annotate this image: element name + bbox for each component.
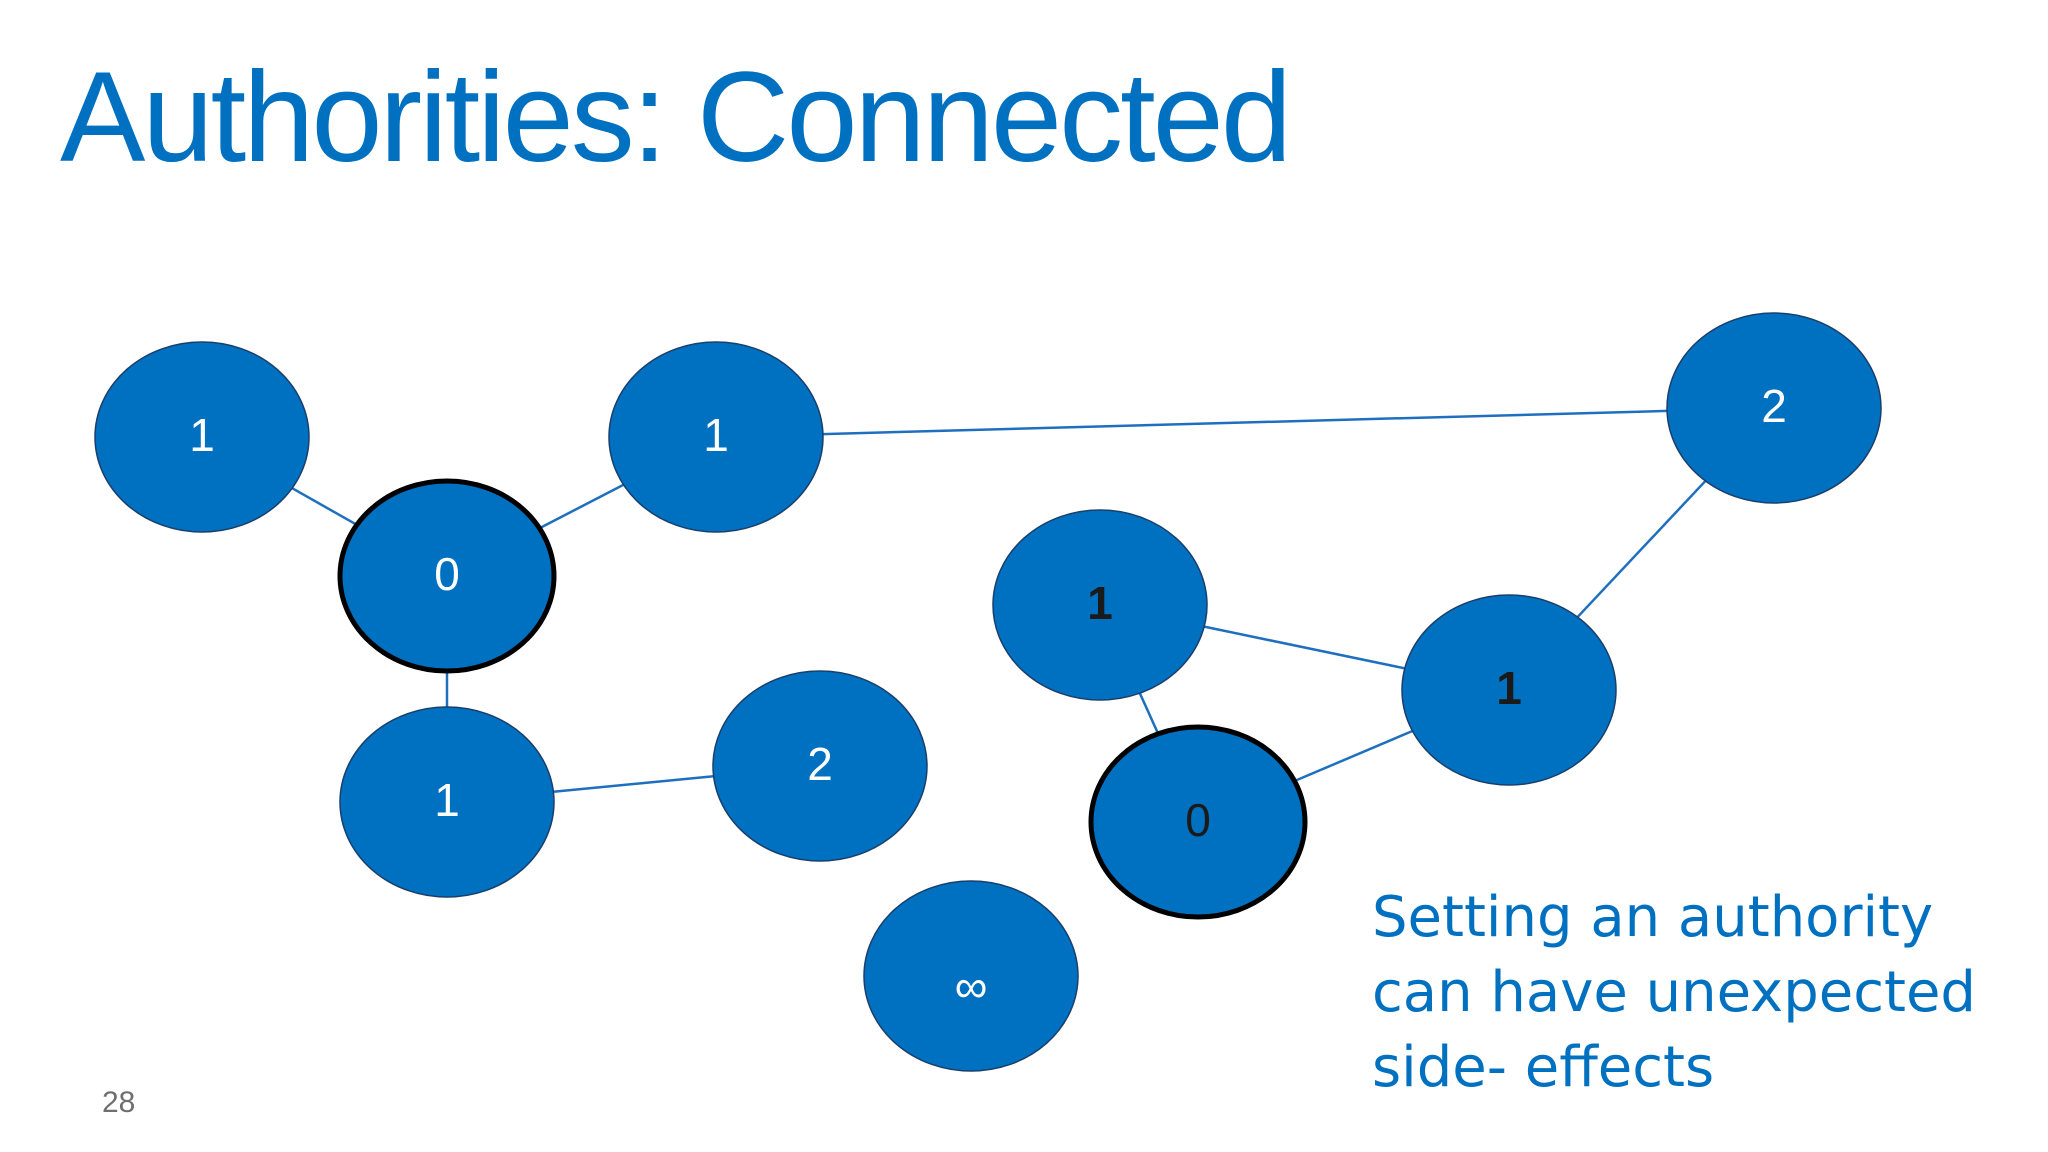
graph-node-n-d: 1	[339, 706, 555, 898]
graph-node-n-j: ∞	[863, 880, 1079, 1072]
node-shape	[1666, 312, 1882, 504]
graph-node-n-e: 2	[712, 670, 928, 862]
node-label: 1	[1087, 577, 1113, 629]
edge-n-g-n-h	[1203, 625, 1406, 670]
graph-node-n-h: 1	[1401, 594, 1617, 786]
node-label: ∞	[955, 960, 988, 1012]
edge-n-i-n-h	[1294, 729, 1413, 783]
node-label: 1	[703, 409, 729, 461]
node-shape	[337, 478, 557, 674]
edge-n-g-n-i	[1138, 692, 1160, 735]
node-label: 1	[434, 774, 460, 826]
node-shape	[1088, 724, 1308, 920]
note-line-3: side- effects	[1372, 1035, 1715, 1100]
authority-node-n-c: 0	[337, 478, 557, 674]
node-shape	[94, 341, 310, 533]
edge-n-c-n-b	[538, 483, 625, 530]
page-number: 28	[102, 1086, 136, 1119]
node-label: 0	[434, 548, 460, 600]
edges	[291, 409, 1707, 793]
node-label: 1	[1496, 662, 1522, 714]
node-shape	[863, 880, 1079, 1072]
slide-title: Authorities: Connected	[60, 46, 1292, 189]
node-shape	[339, 706, 555, 898]
edge-n-h-n-f	[1576, 480, 1707, 618]
node-shape	[1401, 594, 1617, 786]
node-label: 2	[1761, 380, 1787, 432]
graph-node-n-f: 2	[1666, 312, 1882, 504]
graph-node-n-b: 1	[608, 341, 824, 533]
graph-node-n-g: 1	[992, 509, 1208, 701]
note-line-1: Setting an authority	[1372, 885, 1934, 950]
node-label: 1	[189, 409, 215, 461]
authority-node-n-i: 0	[1088, 724, 1308, 920]
edge-n-d-n-e	[553, 775, 714, 793]
node-label: 2	[807, 738, 833, 790]
node-shape	[712, 670, 928, 862]
edge-n-b-n-f	[822, 409, 1668, 436]
node-shape	[992, 509, 1208, 701]
node-label: 0	[1185, 794, 1211, 846]
node-shape	[608, 341, 824, 533]
side-effects-note: Setting an authority can have unexpected…	[1372, 880, 1992, 1105]
edge-n-a-n-c	[291, 487, 358, 526]
note-line-2: can have unexpected	[1372, 960, 1976, 1025]
graph-node-n-a: 1	[94, 341, 310, 533]
nodes: 1 1 0 1 2 2 1 1 0 ∞	[94, 312, 1882, 1072]
